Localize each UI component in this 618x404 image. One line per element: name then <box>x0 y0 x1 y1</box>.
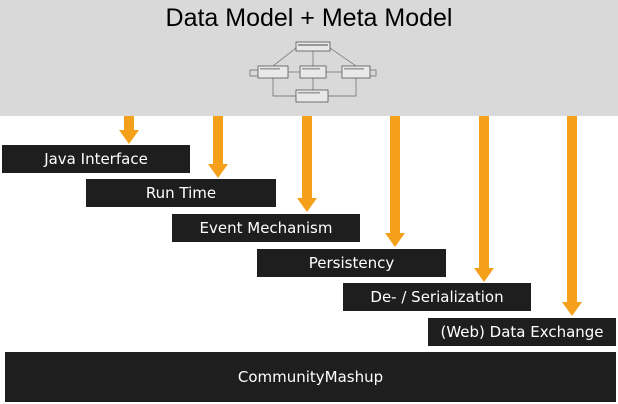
layer-run-time: Run Time <box>86 179 276 207</box>
layer-web-data-exchange: (Web) Data Exchange <box>428 318 616 346</box>
layer-event-mechanism: Event Mechanism <box>172 214 360 242</box>
uml-class-diagram-icon <box>249 41 377 103</box>
diagram-title: Data Model + Meta Model <box>165 4 453 32</box>
community-mashup-base: CommunityMashup <box>5 352 616 402</box>
layer-persistency: Persistency <box>257 249 446 277</box>
data-model-header: Data Model + Meta Model <box>0 0 618 116</box>
layer-serialization: De- / Serialization <box>343 283 531 311</box>
layer-java-interface: Java Interface <box>2 145 190 173</box>
